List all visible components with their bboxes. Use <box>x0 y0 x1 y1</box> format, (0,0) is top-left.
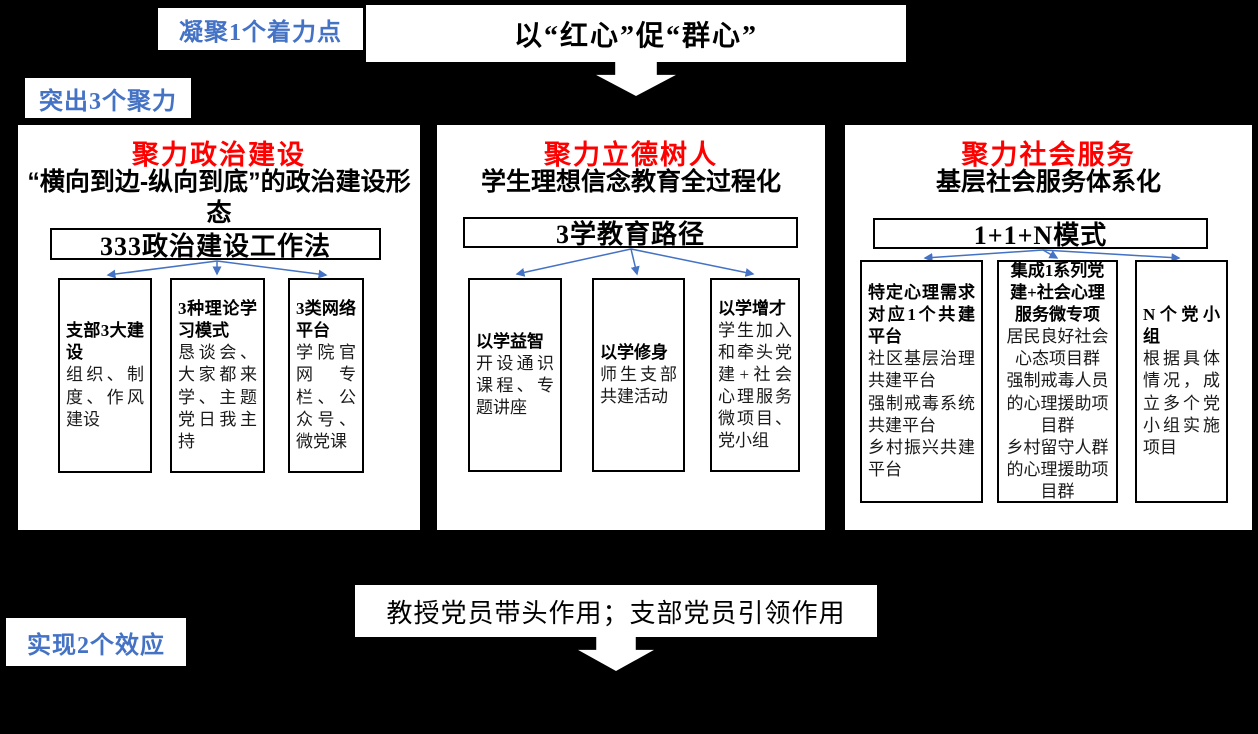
cluster-label: 突出3个聚力 <box>25 78 191 118</box>
bottom-effect-label-text: 实现2个效应 <box>27 632 165 659</box>
sub-box-head: 以学修身 <box>600 342 668 362</box>
top-focus-box-text: 以“红心”促“群心” <box>513 20 758 52</box>
top-anchor-label-text: 凝聚1个着力点 <box>179 19 342 46</box>
sub-box-body: 开设通识课程、专题讲座 <box>476 353 554 418</box>
column-political: 聚力政治建设 “横向到边-纵向到底”的政治建设形态 333政治建设工作法 支部3… <box>18 125 420 530</box>
sub-box: 3种理论学习模式 恳谈会、大家都来学、主题党日我主持 <box>170 278 265 473</box>
connector-arrows-icon <box>923 249 1181 261</box>
sub-box-body: 恳谈会、大家都来学、主题党日我主持 <box>178 343 257 451</box>
sub-box: 以学修身 师生支部共建活动 <box>592 278 685 472</box>
sub-box-body: 组织、制度、作风建设 <box>66 365 144 429</box>
sub-box: 以学增才 学生加入和牵头党建+社会心理服务微项目、党小组 <box>710 278 800 472</box>
method-box: 3学教育路径 <box>463 217 798 249</box>
bottom-effect-box-text: 教授党员带头作用；支部党员引领作用 <box>386 597 846 628</box>
column-subtitle: 基层社会服务体系化 <box>935 168 1161 196</box>
top-focus-box: 以“红心”促“群心” <box>366 5 906 62</box>
sub-box-head: 特定心理需求对应1个共建平台 <box>868 283 975 347</box>
sub-box-head: 以学增才 <box>718 298 786 318</box>
sub-box-head: N个党小组 <box>1143 305 1220 347</box>
sub-box-head: 支部3大建设 <box>66 321 144 363</box>
down-arrow-icon <box>578 637 654 671</box>
column-social-service: 聚力社会服务 基层社会服务体系化 1+1+N模式 特定心理需求对应1个共建平台 … <box>845 125 1252 530</box>
sub-box-body: 居民良好社会心态项目群 强制戒毒人员的心理援助项目群 乡村留守人群的心理援助项目… <box>1006 327 1109 501</box>
bottom-effect-box: 教授党员带头作用；支部党员引领作用 <box>355 585 877 637</box>
top-anchor-label: 凝聚1个着力点 <box>158 8 363 50</box>
sub-box-body: 学生加入和牵头党建+社会心理服务微项目、党小组 <box>718 320 792 451</box>
sub-box-body: 师生支部共建活动 <box>600 364 677 407</box>
sub-box-body: 学院官网专栏、公众号、微党课 <box>296 343 356 451</box>
sub-box-head: 3种理论学习模式 <box>178 299 257 341</box>
sub-box: 特定心理需求对应1个共建平台 社区基层治理共建平台 强制戒毒系统共建平台 乡村振… <box>860 260 983 503</box>
connector-arrows-icon <box>515 248 755 277</box>
sub-box: 集成1系列党建+社会心理服务微专项 居民良好社会心态项目群 强制戒毒人员的心理援… <box>997 260 1118 503</box>
connector-arrows-icon <box>106 260 328 278</box>
column-title: 聚力政治建设 <box>132 140 306 170</box>
column-title: 聚力社会服务 <box>961 140 1136 170</box>
sub-box: 支部3大建设 组织、制度、作风建设 <box>58 278 152 473</box>
sub-box-body: 根据具体情况，成立多个党小组实施项目 <box>1143 349 1220 457</box>
column-subtitle: 学生理想信念教育全过程化 <box>480 168 781 196</box>
method-box: 333政治建设工作法 <box>50 228 381 261</box>
bottom-effect-label: 实现2个效应 <box>6 618 186 666</box>
sub-box-body: 社区基层治理共建平台 强制戒毒系统共建平台 乡村振兴共建平台 <box>868 349 975 479</box>
down-arrow-icon <box>596 62 676 96</box>
sub-box: N个党小组 根据具体情况，成立多个党小组实施项目 <box>1135 260 1228 503</box>
cluster-label-text: 突出3个聚力 <box>39 88 177 115</box>
sub-box-head: 3类网络平台 <box>296 299 356 341</box>
sub-box: 3类网络平台 学院官网专栏、公众号、微党课 <box>288 278 364 473</box>
sub-box: 以学益智 开设通识课程、专题讲座 <box>468 278 562 472</box>
method-box: 1+1+N模式 <box>873 218 1208 250</box>
sub-box-head: 集成1系列党建+社会心理服务微专项 <box>1010 260 1105 325</box>
sub-box-head: 以学益智 <box>476 331 544 351</box>
column-subtitle: “横向到边-纵向到底”的政治建设形态 <box>27 168 411 228</box>
column-title: 聚力立德树人 <box>544 140 718 170</box>
column-moral-education: 聚力立德树人 学生理想信念教育全过程化 3学教育路径 以学益智 开设通识课程、专… <box>437 125 825 530</box>
